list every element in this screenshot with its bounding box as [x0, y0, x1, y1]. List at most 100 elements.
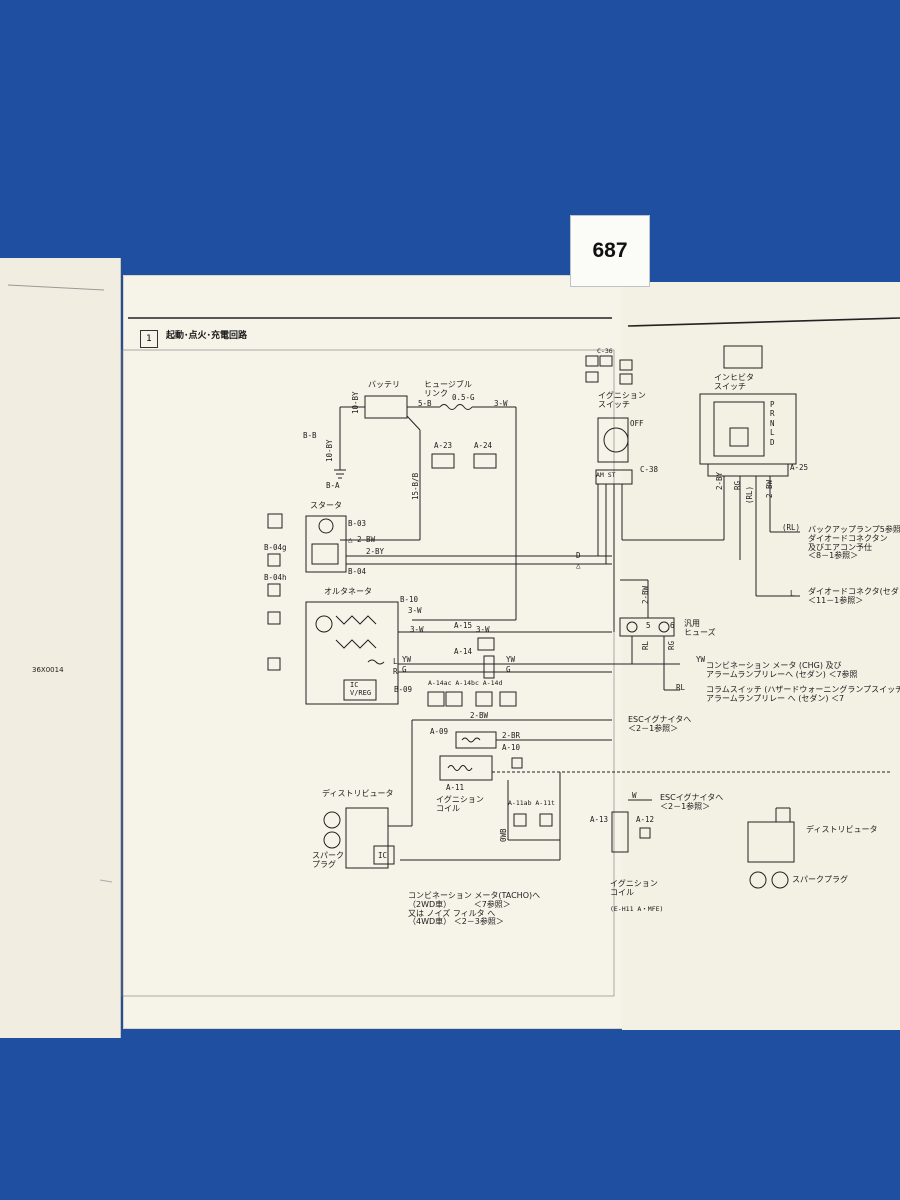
wire-3w-2: 3-W [410, 625, 424, 634]
note-esc-igniter-2: ESCイグナイタへ ＜2－1参照＞ [660, 793, 724, 811]
terminal-l: L [393, 657, 398, 666]
frame-border [121, 349, 615, 997]
connector-a14abc: A-14ac A-14bc A-14d [428, 679, 503, 687]
wire-l-r: L [790, 589, 795, 598]
connector-a11ab: A-11ab A-11t [508, 799, 555, 807]
label-fusible-link: ヒュージブル リンク [424, 380, 472, 398]
label-off: OFF [630, 419, 644, 428]
connector-a10: A-10 [502, 743, 521, 752]
connector-a23: A-23 [434, 441, 453, 450]
connector-b09: B-09 [394, 685, 413, 694]
wire-2by-r: 2-BY [715, 471, 724, 490]
top-rule-right [627, 317, 900, 327]
label-alternator: オルタネータ [324, 587, 372, 596]
wire-2bw-1: △ 2-BW [348, 535, 376, 544]
left-page-code: 36X0014 [32, 666, 64, 674]
connector-a24: A-24 [474, 441, 493, 450]
wire-3w-3: 3-W [476, 625, 490, 634]
label-spark-plug-r: スパークプラグ [792, 875, 848, 884]
left-page [0, 258, 121, 1038]
connector-b10: B-10 [400, 595, 419, 604]
wire-rl-sedan: (RL) [745, 485, 754, 504]
wire-2bw-f: 2-BW [641, 585, 650, 604]
connector-b04: B-04 [348, 567, 367, 576]
note-column-switch: コラムスイッチ (ハザードウォーニングランプスイッチ) アラームランプリレー へ… [706, 685, 900, 703]
label-distributor-r: ディストリビュータ [806, 825, 878, 834]
label-inhibitor-switch: インヒビタ スイッチ [714, 373, 754, 391]
wire-rg-f: RG [667, 640, 676, 650]
label-general-fuse: 汎用 ヒューズ [684, 619, 716, 637]
connector-a12: A-12 [636, 815, 655, 824]
label-starter: スタータ [310, 501, 342, 510]
wire-yw-1: YW [402, 655, 412, 664]
section-title: 起動･点火･充電回路 [166, 331, 248, 341]
label-e-h11a: (E-H11 A・MFE) [610, 905, 664, 913]
connector-a11: A-11 [446, 783, 465, 792]
connector-b04h: B-04h [264, 573, 287, 582]
connector-ba: B-A [326, 481, 340, 490]
label-battery: バッテリ [368, 380, 400, 389]
alternator-symbol [305, 601, 399, 705]
left-rule [7, 284, 105, 291]
connector-a25: A-25 [790, 463, 809, 472]
starter-symbol [305, 515, 347, 573]
wire-rl-col: RL [676, 683, 686, 692]
wire-g-2: G [506, 665, 511, 674]
wire-yw-2: YW [506, 655, 516, 664]
wire-g-1: G [402, 665, 407, 674]
wire-2by: 2-BY [366, 547, 385, 556]
section-number: 1 [140, 330, 158, 348]
terminal-r: R [393, 667, 398, 676]
spark-plug-left-2 [323, 831, 341, 849]
ic-box: IC [378, 851, 388, 860]
position-prnld: P R N L D [770, 400, 775, 447]
wire-rl-r: (RL) [782, 523, 801, 532]
connector-c38: C-38 [640, 465, 659, 474]
main-page [124, 276, 624, 1028]
wire-10by-2: 10-BY [325, 439, 334, 462]
wire-2bw-r: 2-BW [765, 479, 774, 498]
wire-rl-f: RL [641, 640, 650, 650]
marker-delta: △ [576, 561, 581, 570]
wire-w-r: W [632, 791, 637, 800]
connector-bb: B-B [303, 431, 317, 440]
wire-10by-1: 10-BY [351, 391, 360, 414]
note-esc-igniter-1: ESCイグナイタへ ＜2－1参照＞ [628, 715, 692, 733]
label-ignition-coil-r: イグニション コイル [610, 879, 658, 897]
note-combination-meter-tacho: コンビネーション メータ(TACHO)へ （2WD車） ＜7参照＞ 又は ノイズ… [408, 891, 541, 927]
spark-plug-left-1 [323, 811, 341, 829]
connector-a14: A-14 [454, 647, 473, 656]
wire-3w-1: 3-W [408, 606, 422, 615]
wire-2bw-2: 2-BW [470, 711, 489, 720]
note-diode-connector: ダイオードコネクタ(セダン) ＜11－1参照＞ [808, 587, 900, 605]
wire-rg-r: RG [733, 480, 742, 490]
connector-a09: A-09 [430, 727, 449, 736]
wire-05g: 0.5-G [452, 393, 475, 402]
connector-b03: B-03 [348, 519, 367, 528]
terminal-am-st: AM ST [596, 471, 616, 479]
wire-0wb: 0WB [499, 828, 508, 842]
fuse-5: 5 [646, 621, 651, 630]
connector-c36: C-36 [597, 347, 613, 355]
wire-2br: 2-BR [502, 731, 521, 740]
connector-a13: A-13 [590, 815, 609, 824]
wire-5b: 5-B [418, 399, 432, 408]
distributor-right-symbol [747, 821, 795, 863]
note-backup-lamp: バックアップランプ5参照 ダイオードコネクタン 及びエアコン予仕 ＜8－1参照＞ [808, 525, 900, 561]
label-ignition-switch: イグニション スイッチ [598, 391, 646, 409]
connector-a15: A-15 [454, 621, 473, 630]
battery-symbol [364, 395, 408, 419]
note-combination-meter-chg: コンビネーション メータ (CHG) 及び アラームランプリレーへ (セダン) … [706, 661, 858, 679]
page-number-tag: 687 [570, 215, 650, 287]
connector-b04g: B-04g [264, 543, 287, 552]
right-page [622, 282, 900, 1030]
fuse-6: 6 [670, 621, 675, 630]
marker-d: D [576, 551, 581, 560]
label-spark-plug: スパーク プラグ [312, 851, 344, 869]
label-ignition-coil: イグニション コイル [436, 795, 484, 813]
label-distributor: ディストリビュータ [322, 789, 394, 798]
ignition-coil-symbol [439, 755, 493, 781]
wire-15bb: 15-B/B [411, 472, 420, 500]
wire-3w-top: 3-W [494, 399, 508, 408]
